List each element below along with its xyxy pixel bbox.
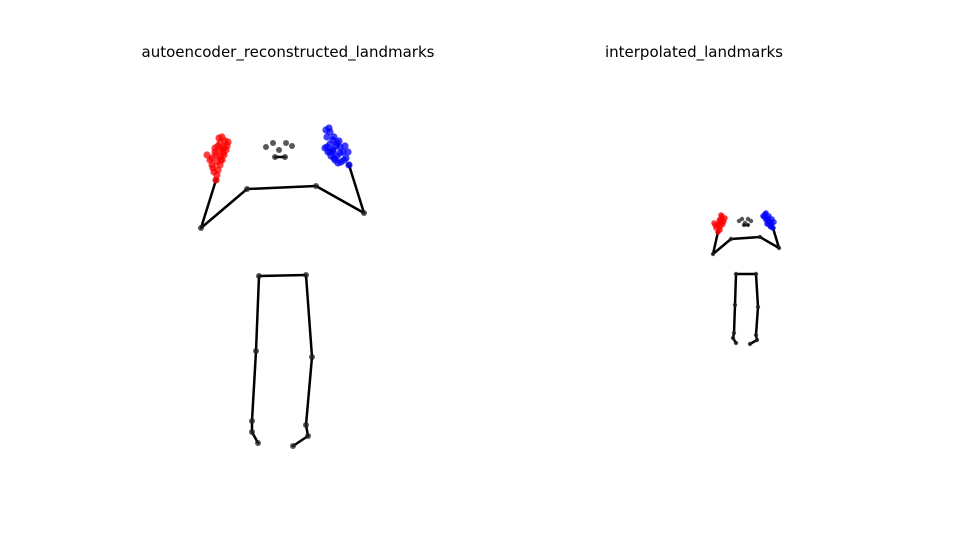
pose-landmark — [276, 147, 282, 153]
right-hand-landmark — [345, 161, 353, 169]
pose-landmark — [283, 140, 289, 146]
left-hand-landmarks — [711, 212, 728, 235]
right-hand-landmark — [321, 144, 329, 152]
skeleton-bone — [304, 355, 314, 427]
pose-landmark — [289, 143, 295, 149]
left-hand-landmarks — [203, 133, 232, 184]
right-hand-landmark — [325, 124, 333, 132]
pose-landmark — [313, 183, 319, 189]
skeleton-bone — [711, 230, 720, 256]
left-hand-landmark — [209, 164, 217, 172]
left-hand-landmark — [211, 148, 219, 156]
pose-landmark — [754, 337, 760, 343]
pose-landmark — [753, 332, 759, 338]
right-hand-landmark — [329, 147, 337, 155]
pose-landmark — [256, 273, 262, 279]
right-hand-landmark — [766, 213, 772, 219]
right-hand-landmark — [760, 213, 766, 219]
right-hand-landmark — [330, 133, 338, 141]
left-hand-landmark — [722, 215, 728, 221]
right-hand-landmark — [768, 224, 774, 230]
pose-landmark — [309, 354, 315, 360]
pose-landmark — [270, 140, 276, 146]
pose-landmark — [757, 234, 763, 240]
left-hand-landmark — [208, 154, 216, 162]
left-hand-landmark — [714, 222, 720, 228]
pose-landmark — [747, 341, 753, 347]
pose-landmark — [303, 422, 309, 428]
pose-landmark — [748, 218, 754, 224]
left-hand-landmark — [717, 227, 723, 233]
right-hand-landmark — [344, 148, 352, 156]
left-hand-landmark — [719, 219, 725, 225]
pose-landmark — [730, 335, 736, 341]
pose-landmark — [255, 440, 261, 446]
pose-landmark — [733, 271, 739, 277]
pose-landmark — [249, 418, 255, 424]
pose-landmark — [733, 340, 739, 346]
skeleton-bone — [754, 272, 760, 309]
pose-landmark — [303, 272, 309, 278]
right-hand-landmark — [323, 133, 331, 141]
right-hand-landmarks — [760, 210, 777, 231]
pose-landmark — [361, 210, 367, 216]
left-hand-landmark — [217, 156, 225, 164]
right-hand-landmark — [341, 142, 349, 150]
pose-landmark — [739, 216, 745, 222]
skeleton-bone — [732, 303, 737, 335]
skeleton-bone — [314, 184, 366, 215]
left-hand-landmark — [213, 171, 221, 179]
skeleton-bone — [291, 434, 310, 448]
left-hand-landmark — [218, 133, 226, 141]
left-hand-landmark — [224, 138, 232, 146]
pose-landmark — [253, 348, 259, 354]
pose-landmark — [282, 154, 288, 160]
skeleton-bone — [758, 235, 781, 250]
pose-landmark — [198, 225, 204, 231]
right-hand-landmarks — [321, 124, 353, 169]
panel-title: autoencoder_reconstructed_landmarks — [142, 43, 435, 62]
pose-landmark — [753, 271, 759, 277]
panel-title: interpolated_landmarks — [605, 43, 783, 62]
skeleton-bone — [257, 273, 308, 278]
pose-landmark — [776, 245, 782, 251]
pose-landmark — [728, 236, 734, 242]
skeleton-bone — [199, 178, 218, 230]
pose-landmark — [305, 433, 311, 439]
skeleton-bone — [304, 273, 314, 359]
skeleton-bone — [250, 349, 258, 423]
panel-interpolated: interpolated_landmarks — [605, 43, 783, 347]
left-hand-landmark — [219, 145, 227, 153]
right-hand-landmark — [335, 137, 343, 145]
pose-landmark — [741, 222, 747, 228]
skeleton-bone — [771, 226, 781, 250]
pose-joints — [710, 216, 782, 347]
pose-landmark — [249, 429, 255, 435]
skeleton-bone — [729, 235, 762, 241]
pose-landmark — [732, 302, 738, 308]
pose-landmark — [263, 144, 269, 150]
skeleton-bone — [245, 184, 318, 191]
pose-landmark — [244, 186, 250, 192]
left-hand-landmark — [718, 212, 724, 218]
pose-landmark — [710, 251, 716, 257]
pose-landmark — [272, 154, 278, 160]
pose-landmark — [290, 443, 296, 449]
pose-landmark — [755, 304, 761, 310]
skeleton-bone — [754, 305, 760, 337]
skeleton-bone — [254, 274, 261, 353]
pose-landmark — [745, 222, 751, 228]
pose-landmark — [731, 330, 737, 336]
skeleton-bone — [347, 163, 366, 215]
skeleton-bone — [711, 237, 733, 256]
skeleton-bone — [199, 187, 249, 230]
skeleton-bone — [733, 272, 738, 307]
panel-autoencoder-reconstructed: autoencoder_reconstructed_landmarks — [142, 43, 435, 449]
right-hand-landmark — [764, 221, 770, 227]
